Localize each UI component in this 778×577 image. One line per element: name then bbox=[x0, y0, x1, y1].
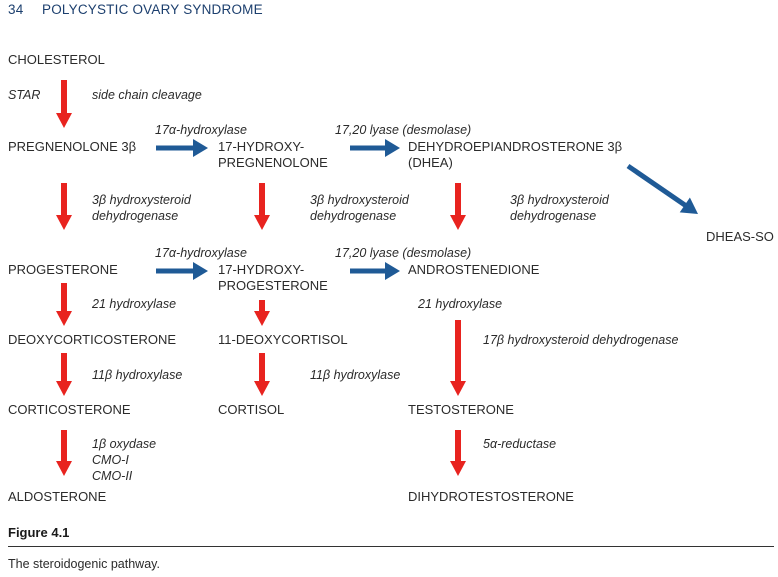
arrow-dhea-to-dheas bbox=[626, 163, 698, 214]
node-pregnenolone: PREGNENOLONE 3β bbox=[8, 139, 137, 154]
node-dheas: DHEAS-SO bbox=[706, 229, 774, 244]
node-androstenedione: ANDROSTENEDIONE bbox=[408, 262, 540, 277]
page-header: 34 POLYCYSTIC OVARY SYNDROME bbox=[8, 2, 263, 17]
node-dhea: DEHYDROEPIANDROSTERONE 3β (DHEA) bbox=[408, 139, 622, 171]
enzyme-3b-hsd-left-line2: dehydrogenase bbox=[92, 209, 179, 223]
figure-divider bbox=[8, 546, 774, 547]
page-number: 34 bbox=[8, 2, 24, 17]
enzyme-3b-hsd-right-line2: dehydrogenase bbox=[510, 209, 597, 223]
enzyme-11b-hydroxylase-left: 11β hydroxylase bbox=[92, 368, 183, 382]
arrow-androstenedione-to-testosterone bbox=[450, 320, 466, 396]
enzyme-3b-hsd-middle-line1: 3β hydroxysteroid bbox=[310, 193, 409, 207]
arrow-testosterone-to-dht bbox=[450, 430, 466, 476]
enzyme-1b-oxydase: 1β oxydase bbox=[92, 437, 157, 451]
node-17-hydroxy-pregnenolone-line2: PREGNENOLONE bbox=[218, 155, 328, 170]
node-dhea-line1: DEHYDROEPIANDROSTERONE 3β bbox=[408, 139, 623, 154]
arrow-17oh-preg-to-17oh-prog bbox=[254, 183, 270, 230]
enzyme-3b-hsd-right: 3β hydroxysteroid dehydrogenase bbox=[510, 192, 609, 224]
node-11-deoxycortisol: 11-DEOXYCORTISOL bbox=[218, 332, 348, 347]
enzyme-21-hydroxylase-left: 21 hydroxylase bbox=[92, 297, 177, 311]
arrow-11-deoxycortisol-to-cortisol bbox=[254, 353, 270, 396]
enzyme-3b-hsd-right-line1: 3β hydroxysteroid bbox=[510, 193, 609, 207]
node-testosterone: TESTOSTERONE bbox=[408, 402, 514, 417]
enzyme-17a-hydroxylase-top: 17α-hydroxylase bbox=[155, 123, 247, 137]
node-aldosterone: ALDOSTERONE bbox=[8, 489, 107, 504]
enzyme-17-20-lyase-middle: 17,20 lyase (desmolase) bbox=[335, 246, 472, 260]
node-17-hydroxy-pregnenolone-line1: 17-HYDROXY- bbox=[218, 139, 305, 154]
node-corticosterone: CORTICOSTERONE bbox=[8, 402, 131, 417]
enzyme-cmo-2: CMO-II bbox=[92, 469, 133, 483]
arrows-layer bbox=[56, 80, 698, 476]
node-progesterone: PROGESTERONE bbox=[8, 262, 118, 277]
enzyme-17b-hsd: 17β hydroxysteroid dehydrogenase bbox=[483, 333, 679, 347]
node-deoxycorticosterone: DEOXYCORTICOSTERONE bbox=[8, 332, 177, 347]
arrow-17oh-preg-to-dhea bbox=[350, 139, 400, 157]
node-17-hydroxy-pregnenolone: 17-HYDROXY- PREGNENOLONE bbox=[218, 139, 328, 171]
figure-title: Figure 4.1 bbox=[8, 525, 70, 540]
enzyme-star: STAR bbox=[8, 88, 41, 102]
enzyme-5a-reductase: 5α-reductase bbox=[483, 437, 557, 451]
enzyme-cmo-1: CMO-I bbox=[92, 453, 129, 467]
arrow-cholesterol-to-pregnenolone bbox=[56, 80, 72, 128]
enzyme-3b-hsd-middle: 3β hydroxysteroid dehydrogenase bbox=[310, 192, 409, 224]
arrow-pregnenolone-to-17oh-preg bbox=[156, 139, 208, 157]
enzyme-3b-hsd-middle-line2: dehydrogenase bbox=[310, 209, 397, 223]
enzyme-11b-hydroxylase-middle: 11β hydroxylase bbox=[310, 368, 401, 382]
enzyme-3b-hsd-left-line1: 3β hydroxysteroid bbox=[92, 193, 191, 207]
node-17-hydroxy-progesterone-line1: 17-HYDROXY- bbox=[218, 262, 305, 277]
arrow-17oh-prog-to-11-deoxycortisol bbox=[254, 300, 270, 326]
enzyme-side-chain-cleavage: side chain cleavage bbox=[92, 88, 202, 102]
running-title: POLYCYSTIC OVARY SYNDROME bbox=[42, 2, 263, 17]
node-dhea-line2: (DHEA) bbox=[408, 155, 453, 170]
arrow-progesterone-to-17oh-prog bbox=[156, 262, 208, 280]
node-cholesterol: CHOLESTEROL bbox=[8, 52, 105, 67]
node-17-hydroxy-progesterone: 17-HYDROXY- PROGESTERONE bbox=[218, 262, 328, 294]
node-17-hydroxy-progesterone-line2: PROGESTERONE bbox=[218, 278, 328, 293]
enzyme-17a-hydroxylase-middle: 17α-hydroxylase bbox=[155, 246, 247, 260]
enzyme-aldosterone-synthase-group: 1β oxydase CMO-I CMO-II bbox=[92, 436, 156, 484]
arrow-pregnenolone-to-progesterone bbox=[56, 183, 72, 230]
arrow-doc-to-corticosterone bbox=[56, 353, 72, 396]
arrow-progesterone-to-doc bbox=[56, 283, 72, 326]
arrow-corticosterone-to-aldosterone bbox=[56, 430, 72, 476]
enzyme-17-20-lyase-top: 17,20 lyase (desmolase) bbox=[335, 123, 472, 137]
node-cortisol: CORTISOL bbox=[218, 402, 285, 417]
node-dihydrotestosterone: DIHYDROTESTOSTERONE bbox=[408, 489, 574, 504]
arrow-dhea-to-androstenedione bbox=[450, 183, 466, 230]
enzyme-3b-hsd-left: 3β hydroxysteroid dehydrogenase bbox=[92, 192, 191, 224]
arrow-17oh-prog-to-androstenedione bbox=[350, 262, 400, 280]
enzyme-21-hydroxylase-right: 21 hydroxylase bbox=[418, 297, 503, 311]
figure-caption: The steroidogenic pathway. bbox=[8, 557, 160, 571]
